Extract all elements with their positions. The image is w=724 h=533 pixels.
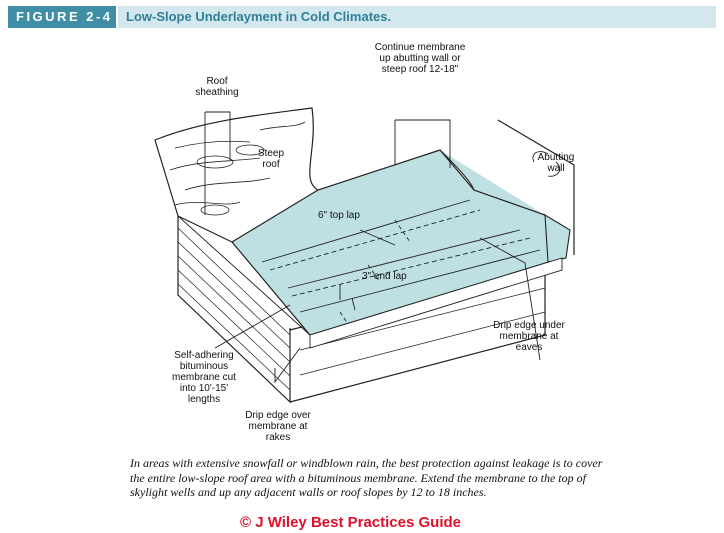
membrane-upturn xyxy=(439,149,571,263)
figure-label: FIGURE 2-4 xyxy=(8,6,116,28)
label-end-lap: 3" end lap xyxy=(362,271,407,282)
label-continue-membrane: Continue membrane up abutting wall or st… xyxy=(374,42,466,75)
figure-caption: In areas with extensive snowfall or wind… xyxy=(130,456,603,499)
label-roof-sheathing: Roof sheathing xyxy=(195,76,239,98)
label-top-lap: 6" top lap xyxy=(318,210,360,221)
figure-header: FIGURE 2-4 Low-Slope Underlayment in Col… xyxy=(8,6,716,28)
label-self-adhering: Self-adhering bituminous membrane cut in… xyxy=(172,350,236,405)
copyright-notice: © J Wiley Best Practices Guide xyxy=(240,514,462,531)
label-steep-roof: Steep roof xyxy=(257,148,285,170)
abutting-wall xyxy=(497,119,575,255)
roof-illustration xyxy=(154,107,575,404)
figure-title: Low-Slope Underlayment in Cold Climates. xyxy=(118,6,716,28)
roof-diagram: Continue membrane up abutting wall or st… xyxy=(0,30,724,450)
label-abutting-wall: Abutting wall xyxy=(537,152,575,174)
label-drip-edge-eaves: Drip edge under membrane at eaves xyxy=(493,320,565,353)
label-drip-edge-rakes: Drip edge over membrane at rakes xyxy=(245,410,311,443)
house-wall-left xyxy=(177,216,291,404)
